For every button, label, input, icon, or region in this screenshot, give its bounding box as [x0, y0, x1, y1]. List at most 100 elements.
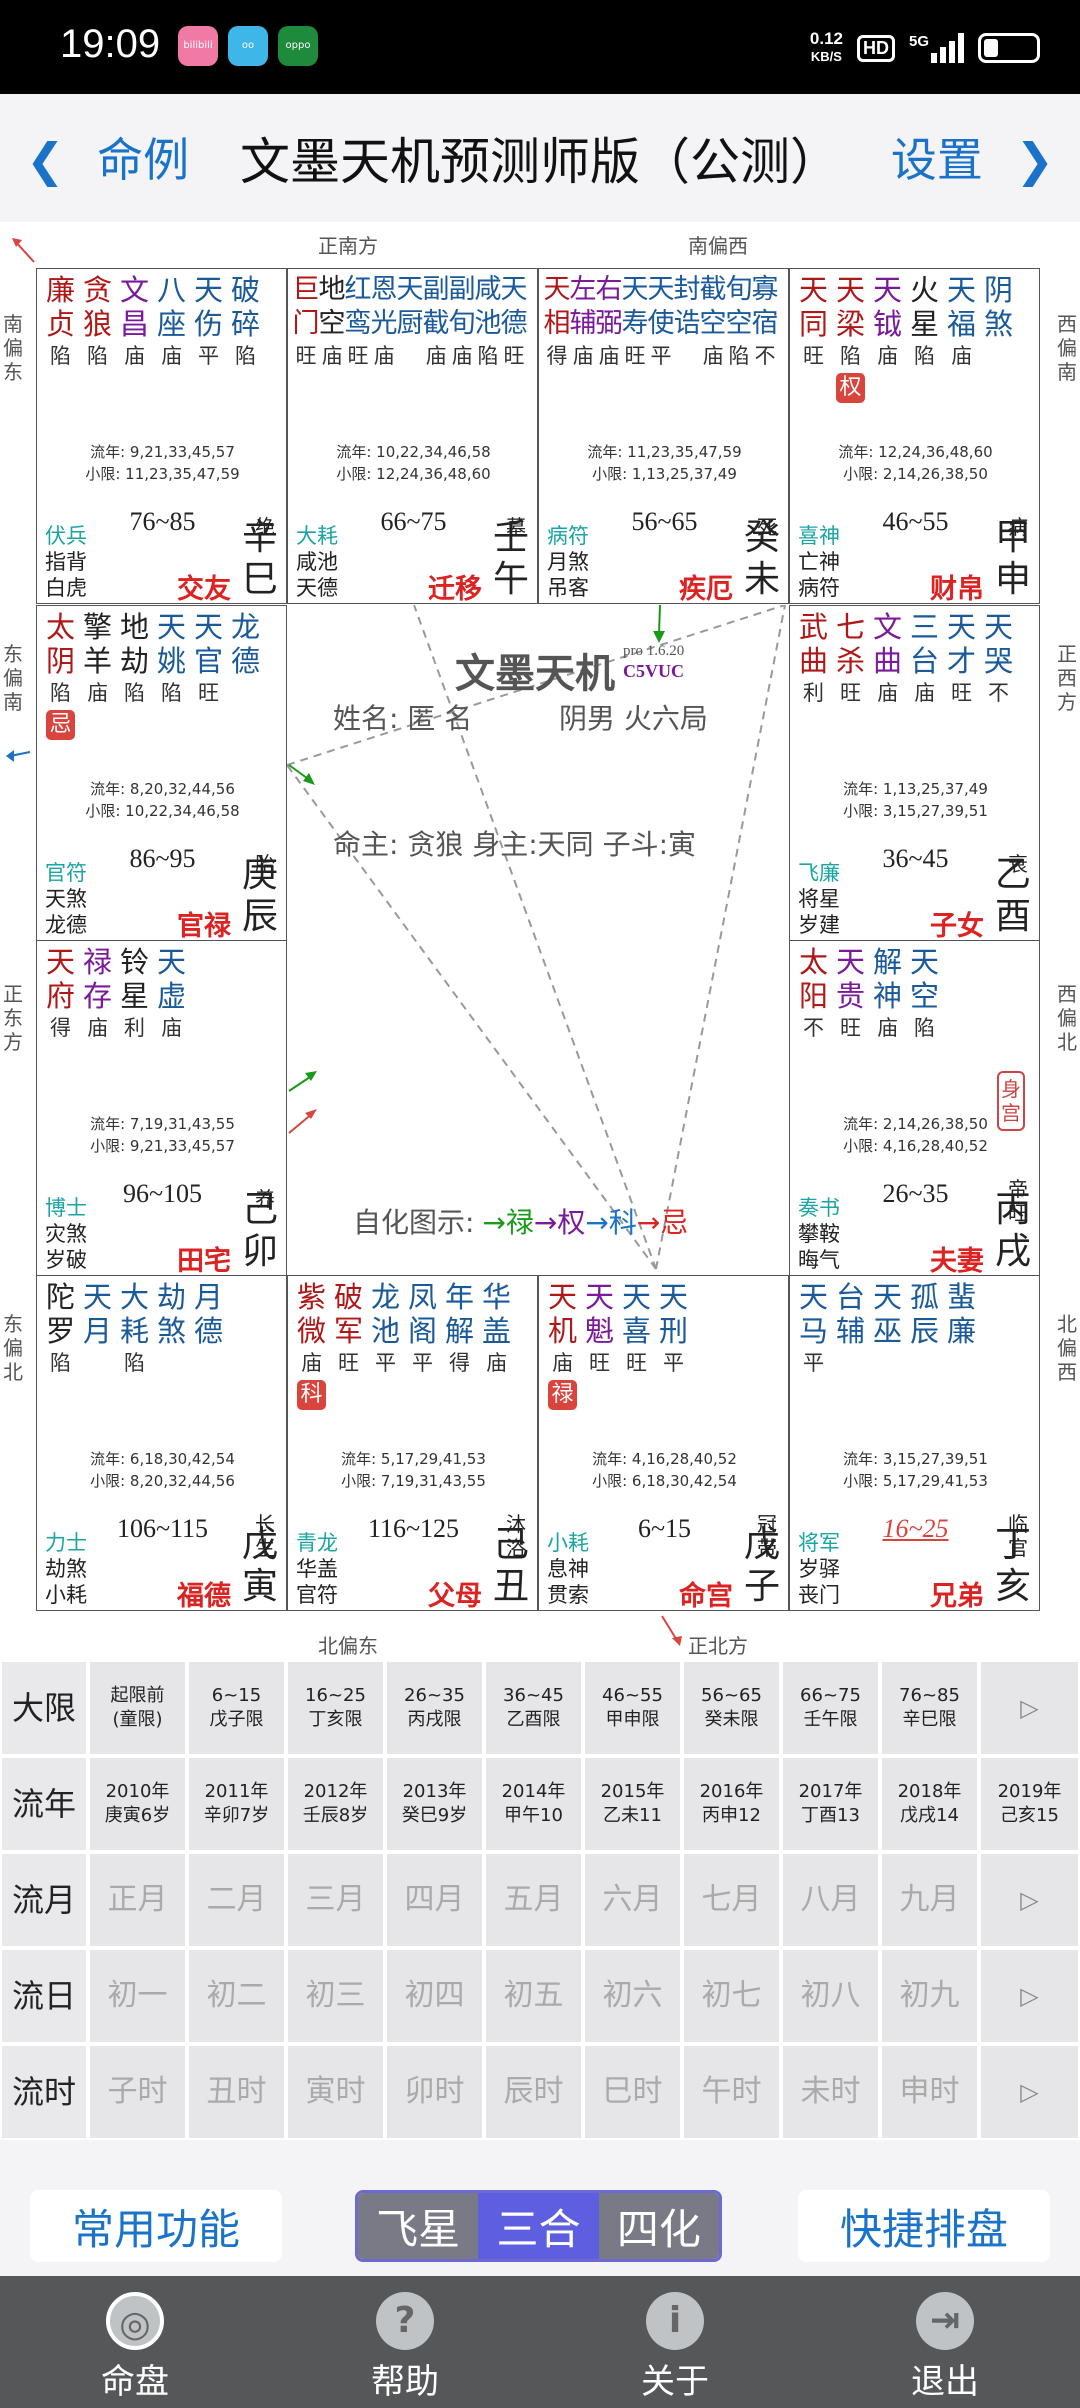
help-icon: ? [376, 2292, 434, 2350]
grid-cell[interactable]: 丑时 [187, 2044, 286, 2140]
star-char: 鸾 [344, 308, 372, 339]
palace-name: 财帛 [930, 574, 984, 605]
liunian-line: 流年: 5,17,29,41,53 [341, 1450, 486, 1468]
segment-飞星[interactable]: 飞星 [358, 2193, 479, 2259]
segment-三合[interactable]: 三合 [478, 2193, 599, 2259]
body-palace-badge: 身宫 [997, 1071, 1025, 1131]
grid-cell-line1: 午时 [701, 2074, 762, 2109]
grid-cell[interactable]: 初八 [781, 1948, 880, 2044]
palace-cell-疾厄[interactable]: 天相得左辅庙右弼庙天寿旺天使平封诰截空庙旬空陷寡宿不流年: 11,23,35,4… [538, 268, 789, 605]
grid-cell[interactable]: 2014年甲午10 [484, 1756, 583, 1852]
grid-cell[interactable]: 2012年壬辰8岁 [286, 1756, 385, 1852]
common-functions-button[interactable]: 常用功能 [30, 2190, 282, 2262]
quick-chart-button[interactable]: 快捷排盘 [798, 2190, 1050, 2262]
decade-range: 116~125 [367, 1514, 460, 1543]
liunian-line: 流年: 8,20,32,44,56 [90, 780, 235, 798]
grid-cell[interactable]: 六月 [583, 1852, 682, 1948]
grid-cell[interactable]: 2010年庚寅6岁 [88, 1756, 187, 1852]
tab-命盘[interactable]: ◎命盘 [0, 2276, 270, 2408]
minor-god: 大耗 [296, 524, 338, 548]
grid-cell[interactable]: 二月 [187, 1852, 286, 1948]
changsheng-label: 冠带 [757, 1512, 777, 1560]
back-button[interactable]: ❮ 命例 [26, 133, 190, 187]
changsheng-label: 临官 [1008, 1512, 1028, 1560]
star-brightness: 庙 [301, 1351, 322, 1375]
grid-cell[interactable]: 巳时 [583, 2044, 682, 2140]
grid-cell[interactable]: 初五 [484, 1948, 583, 2044]
grid-cell[interactable]: 寅时 [286, 2044, 385, 2140]
star-龙德: 龙德 [227, 610, 264, 740]
grid-cell[interactable]: 2019年己亥15 [979, 1756, 1080, 1852]
palace-cell-迁移[interactable]: 巨门旺地空庙红鸾旺恩光庙天厨副截庙副旬庙咸池陷天德旺流年: 10,22,34,4… [287, 268, 538, 605]
grid-cell[interactable]: 初九 [880, 1948, 979, 2044]
grid-cell[interactable]: 正月 [88, 1852, 187, 1948]
grid-cell[interactable]: 2013年癸巳9岁 [385, 1756, 484, 1852]
title-bar: ❮ 命例 文墨天机预测师版（公测） 设置 ❯ [0, 94, 1080, 222]
next-arrow-button[interactable]: ▷ [979, 1948, 1080, 2044]
grid-cell[interactable]: 未时 [781, 2044, 880, 2140]
grid-cell[interactable]: 午时 [682, 2044, 781, 2140]
grid-cell[interactable]: 2011年辛卯7岁 [187, 1756, 286, 1852]
ganzhi-char: 戊 [743, 1524, 780, 1565]
grid-cell[interactable]: 初二 [187, 1948, 286, 2044]
star-右弼: 右弼庙 [596, 273, 623, 371]
star-天府: 天府得 [42, 945, 79, 1043]
settings-button[interactable]: 设置 ❯ [890, 133, 1054, 187]
grid-cell[interactable]: 七月 [682, 1852, 781, 1948]
next-arrow-button[interactable]: ▷ [979, 1660, 1080, 1756]
minor-gods: 飞廉将星岁建 [798, 860, 840, 938]
grid-cell[interactable]: 四月 [385, 1852, 484, 1948]
tab-帮助[interactable]: ?帮助 [270, 2276, 540, 2408]
grid-cell[interactable]: 八月 [781, 1852, 880, 1948]
master-line: 命主: 贪狼 身主:天同 子斗:寅 [333, 828, 697, 861]
minor-gods: 喜神亡神病符 [798, 523, 840, 601]
star-list: 天同旺天梁陷权天钺庙火星陷天福庙阴煞 [795, 273, 1037, 403]
grid-cell[interactable]: 起限前(童限) [88, 1660, 187, 1756]
grid-cell[interactable]: 三月 [286, 1852, 385, 1948]
grid-cell[interactable]: 五月 [484, 1852, 583, 1948]
grid-cell[interactable]: 2016年丙申12 [682, 1756, 781, 1852]
segment-四化[interactable]: 四化 [598, 2193, 719, 2259]
grid-cell[interactable]: 初四 [385, 1948, 484, 2044]
grid-cell[interactable]: 初六 [583, 1948, 682, 2044]
star-brightness: 陷 [477, 344, 499, 368]
sanfang-lines [287, 605, 786, 1270]
grid-cell[interactable]: 初一 [88, 1948, 187, 2044]
grid-cell[interactable]: 2017年丁酉13 [781, 1756, 880, 1852]
grid-cell[interactable]: 子时 [88, 2044, 187, 2140]
grid-cell[interactable]: 初三 [286, 1948, 385, 2044]
next-arrow-button[interactable]: ▷ [979, 1852, 1080, 1948]
palace-name: 父母 [428, 1581, 482, 1612]
grid-cell[interactable]: 卯时 [385, 2044, 484, 2140]
grid-cell[interactable]: 辰时 [484, 2044, 583, 2140]
grid-cell[interactable]: 申时 [880, 2044, 979, 2140]
grid-cell-line2: 辛卯7岁 [203, 1805, 270, 1826]
grid-cell[interactable]: 2018年戊戌14 [880, 1756, 979, 1852]
grid-cell[interactable]: 2015年乙未11 [583, 1756, 682, 1852]
next-arrow-button[interactable]: ▷ [979, 2044, 1080, 2140]
grid-cell[interactable]: 初七 [682, 1948, 781, 2044]
tab-退出[interactable]: ⇥退出 [810, 2276, 1080, 2408]
star-天月: 天月 [79, 1280, 116, 1378]
ganzhi-char: 酉 [994, 896, 1031, 937]
grid-cell[interactable]: 九月 [880, 1852, 979, 1948]
